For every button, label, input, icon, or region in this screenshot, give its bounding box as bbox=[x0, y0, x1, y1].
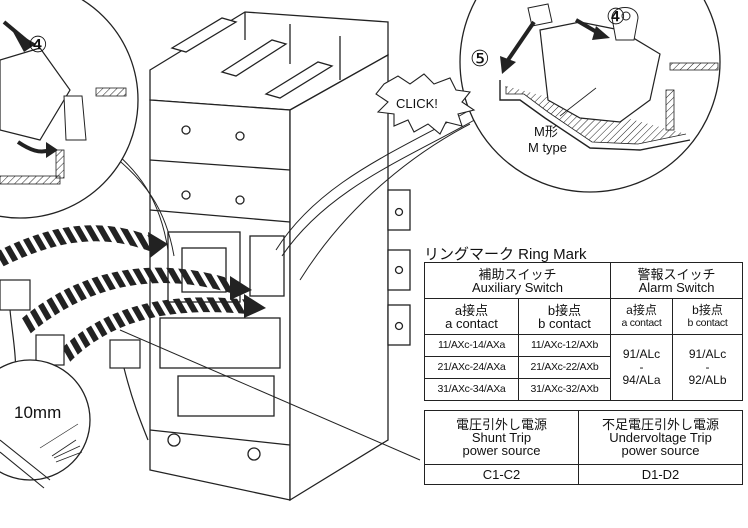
shunt-trip-value: C1-C2 bbox=[424, 464, 579, 485]
alarm-switch-header-jp: 警報スイッチ bbox=[637, 266, 716, 282]
shunt-trip-header: 電圧引外し電源 Shunt Trip power source bbox=[424, 410, 579, 465]
alarm-b-contact-header: b接点 b contact bbox=[671, 298, 744, 335]
aux-b-contact-jp: b接点 bbox=[547, 302, 582, 318]
alarm-a-mark-2: 94/ALa bbox=[622, 373, 661, 387]
alarm-b-contact-en: b contact bbox=[687, 316, 728, 329]
step-5-label: ⑤ bbox=[470, 46, 490, 71]
alarm-a-contact-jp: a接点 bbox=[626, 302, 657, 317]
left-detail-circle bbox=[0, 0, 139, 219]
aux-switch-header: 補助スイッチ Auxiliary Switch bbox=[424, 262, 611, 299]
alarm-b-mark-2: 92/ALb bbox=[688, 373, 727, 387]
trip-power-table: 電圧引外し電源 Shunt Trip power source 不足電圧引外し電… bbox=[424, 410, 743, 485]
aux-switch-header-en: Auxiliary Switch bbox=[471, 279, 564, 295]
uv-trip-header: 不足電圧引外し電源 Undervoltage Trip power source bbox=[578, 410, 743, 465]
aux-a-contact-header: a接点 a contact bbox=[424, 298, 519, 335]
alarm-a-marks: 91/ALc - 94/ALa bbox=[610, 334, 673, 401]
aux-row-3-a: 31/AXc-34/AXa bbox=[424, 378, 519, 401]
alarm-a-contact-header: a接点 a contact bbox=[610, 298, 673, 335]
aux-row-3-b: 31/AXc-32/AXb bbox=[518, 378, 611, 401]
shunt-trip-en-1: Shunt Trip bbox=[471, 430, 532, 445]
aux-row-1-a: 11/AXc-14/AXa bbox=[424, 334, 519, 357]
m-type-label-jp: M形 bbox=[534, 124, 558, 139]
alarm-b-marks: 91/ALc - 92/ALb bbox=[671, 334, 744, 401]
aux-b-contact-en: b contact bbox=[538, 315, 591, 331]
alarm-switch-header-en: Alarm Switch bbox=[638, 279, 715, 295]
strip-length-label: 10mm bbox=[14, 403, 61, 422]
step-4-label-left: ④ bbox=[28, 32, 48, 57]
shunt-trip-jp: 電圧引外し電源 bbox=[455, 417, 547, 432]
shunt-trip-en-2: power source bbox=[462, 443, 541, 458]
aux-a-contact-jp: a接点 bbox=[454, 302, 489, 318]
aux-row-2-b: 21/AXc-22/AXb bbox=[518, 356, 611, 379]
alarm-switch-header: 警報スイッチ Alarm Switch bbox=[609, 262, 744, 299]
click-label: CLICK! bbox=[396, 96, 438, 111]
ring-mark-title: リングマーク Ring Mark bbox=[424, 246, 587, 263]
aux-row-1-b: 11/AXc-12/AXb bbox=[518, 334, 611, 357]
uv-trip-jp: 不足電圧引外し電源 bbox=[601, 417, 719, 432]
aux-b-contact-header: b接点 b contact bbox=[518, 298, 611, 335]
aux-a-contact-en: a contact bbox=[445, 315, 498, 331]
uv-trip-value: D1-D2 bbox=[578, 464, 743, 485]
alarm-a-mark-sep: - bbox=[639, 360, 644, 374]
insertion-arrows bbox=[0, 225, 266, 362]
ring-mark-table: 補助スイッチ Auxiliary Switch 警報スイッチ Alarm Swi… bbox=[424, 262, 744, 401]
circuit-breaker bbox=[149, 11, 411, 502]
m-type-label-en: M type bbox=[528, 140, 567, 155]
alarm-a-mark-1: 91/ALc bbox=[622, 347, 661, 361]
click-burst bbox=[375, 73, 476, 135]
alarm-b-mark-sep: - bbox=[705, 360, 710, 374]
step-4-label-right: ④ bbox=[606, 4, 626, 29]
right-detail-circle bbox=[459, 0, 721, 193]
aux-switch-header-jp: 補助スイッチ bbox=[478, 266, 557, 282]
aux-row-2-a: 21/AXc-24/AXa bbox=[424, 356, 519, 379]
alarm-b-mark-1: 91/ALc bbox=[688, 347, 727, 361]
uv-trip-en-2: power source bbox=[621, 443, 700, 458]
strip-length-callout bbox=[0, 359, 91, 489]
alarm-a-contact-en: a contact bbox=[621, 316, 662, 329]
uv-trip-en-1: Undervoltage Trip bbox=[609, 430, 712, 445]
alarm-b-contact-jp: b接点 bbox=[692, 302, 723, 317]
